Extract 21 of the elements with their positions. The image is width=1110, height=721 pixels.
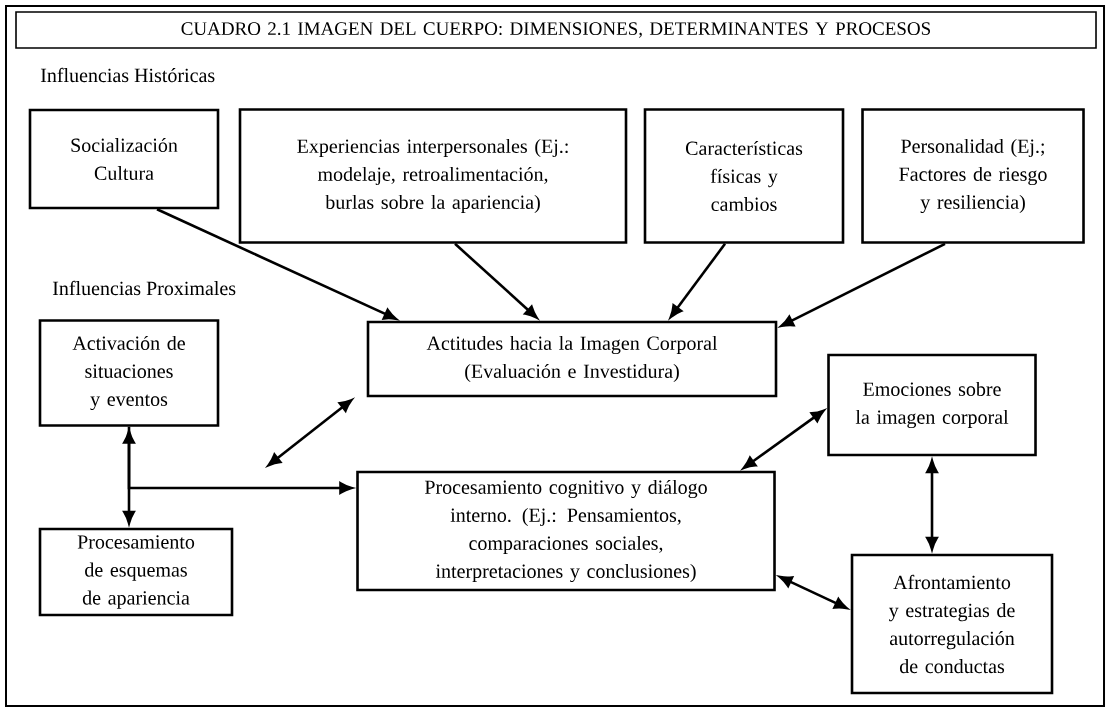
arrow <box>669 243 727 319</box>
process-box: Experiencias interpersonales (Ej.: modelaje, retroalimentación, burlas sobre la apariencia) <box>238 108 628 244</box>
arrow <box>780 242 946 328</box>
arrow <box>454 242 538 319</box>
process-box: Procesamiento cognitivo y diálogo interno. (Ej.: Pensamientos, comparaciones sociales, interpretaciones y conclusiones) <box>356 470 776 592</box>
section-heading: Influencias Históricas <box>40 67 215 83</box>
process-box: Características físicas y cambios <box>643 108 845 244</box>
arrow <box>123 430 135 525</box>
process-box: Procesamiento de esquemas de apariencia <box>38 527 234 617</box>
arrow <box>127 426 353 494</box>
process-box: Actitudes hacia la Imagen Corporal (Evaluación e Investidura) <box>366 320 778 398</box>
arrow <box>742 409 825 470</box>
title-box: CUADRO 2.1 IMAGEN DEL CUERPO: DIMENSIONES, DETERMINANTES Y PROCESOS <box>15 11 1097 49</box>
process-box: Socialización Cultura <box>28 108 220 210</box>
process-box: Personalidad (Ej.; Factores de riesgo y resiliencia) <box>861 108 1085 244</box>
process-box: Activación de situaciones y eventos <box>38 319 220 427</box>
process-box: Afrontamiento y estrategias de autorregulación de conductas <box>850 553 1054 695</box>
arrow <box>267 399 353 467</box>
arrow <box>778 575 848 610</box>
arrow <box>926 459 938 551</box>
process-box: Emociones sobre la imagen corporal <box>827 353 1037 457</box>
